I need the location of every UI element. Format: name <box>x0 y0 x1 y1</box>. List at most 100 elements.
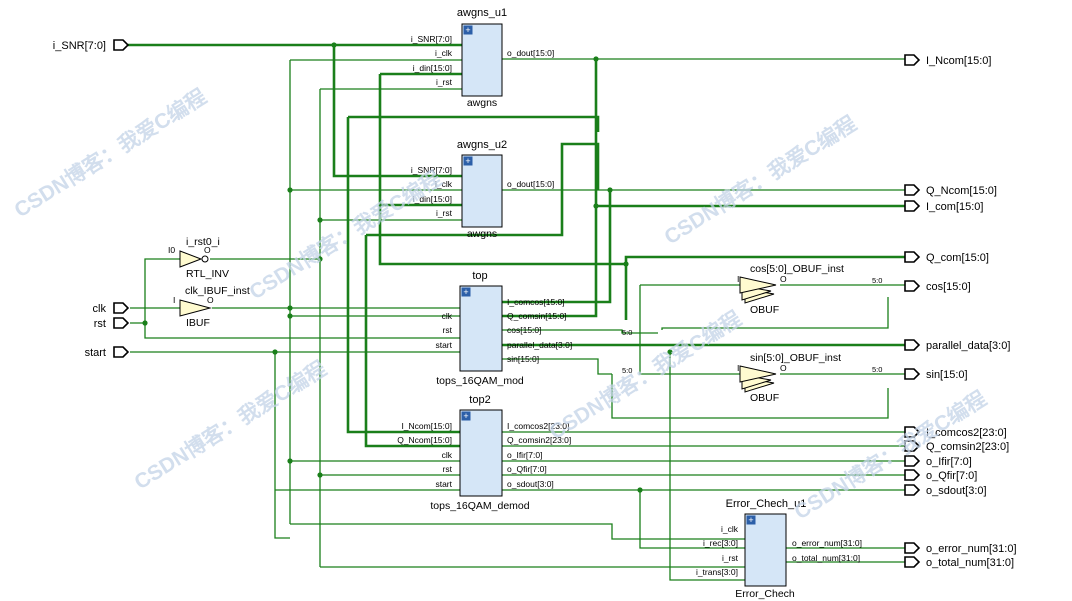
output-port-i-comcos2[interactable]: I_comcos2[23:0] <box>904 426 1007 439</box>
prim-out-pin: O <box>207 295 214 305</box>
pin-label: i_SNR[7:0] <box>411 165 452 175</box>
prim-out-pin: O <box>780 274 787 284</box>
bus-slice-label: 5:0 <box>872 276 882 285</box>
input-port-icon[interactable] <box>113 302 130 314</box>
input-port-rst[interactable]: rst <box>94 317 130 330</box>
pin-label: i_trans[3:0] <box>696 567 738 577</box>
expand-plus-icon[interactable] <box>463 25 473 35</box>
output-port-icon[interactable] <box>904 542 921 554</box>
input-port-i-snr[interactable]: i_SNR[7:0] <box>53 39 130 52</box>
expand-plus-icon[interactable] <box>463 156 473 166</box>
output-port-icon[interactable] <box>904 556 921 568</box>
svg-text:+: + <box>463 411 468 421</box>
output-port-icon[interactable] <box>904 200 921 212</box>
inverter-bubble-icon <box>201 255 209 263</box>
prim-rtl-inv[interactable]: i_rst0_i I0 O RTL_INV <box>168 236 229 280</box>
block-top2[interactable]: top2 + I_Ncom[15:0] Q_Ncom[15:0] clk rst… <box>397 394 571 512</box>
output-port-icon[interactable] <box>904 54 921 66</box>
output-port-icon[interactable] <box>904 251 921 263</box>
output-port-i-ncom[interactable]: I_Ncom[15:0] <box>904 54 991 67</box>
port-label: I_Ncom[15:0] <box>926 55 991 67</box>
block-instance-label: top2 <box>469 394 490 406</box>
output-port-q-ncom[interactable]: Q_Ncom[15:0] <box>904 184 997 197</box>
block-error-chech-u1[interactable]: Error_Chech_u1 + i_clk i_rec[3:0] i_rst … <box>696 498 862 600</box>
block-body[interactable] <box>459 409 503 497</box>
inverter-triangle-icon[interactable] <box>179 250 203 268</box>
block-awgns-u1[interactable]: awgns_u1 + i_SNR[7:0] i_clk i_din[15:0] … <box>411 7 554 109</box>
input-port-icon[interactable] <box>113 39 130 51</box>
output-port-o-qfir[interactable]: o_Qfir[7:0] <box>904 469 977 482</box>
prim-in-pin: I <box>173 295 175 305</box>
svg-text:+: + <box>463 287 468 297</box>
output-port-q-com[interactable]: Q_com[15:0] <box>904 251 989 264</box>
pin-label: Q_Ncom[15:0] <box>397 435 452 445</box>
bus-slice-labels: 5:0 5:0 5:0 5:0 <box>622 276 882 375</box>
block-body[interactable] <box>461 23 503 97</box>
prim-type-label: OBUF <box>750 392 779 404</box>
prim-instance-label: clk_IBUF_inst <box>185 285 250 297</box>
output-port-sin[interactable]: sin[15:0] <box>904 368 968 381</box>
output-port-icon[interactable] <box>904 484 921 496</box>
input-port-start[interactable]: start <box>85 346 130 359</box>
output-port-icon[interactable] <box>904 339 921 351</box>
pin-label: rst <box>443 325 453 335</box>
output-port-o-ifir[interactable]: o_Ifir[7:0] <box>904 455 972 468</box>
block-top[interactable]: top + clk rst start I_comcos[15:0] Q_com… <box>435 270 572 387</box>
buffer-triangle-icon[interactable] <box>179 299 212 317</box>
prim-obuf-sin[interactable]: sin[5:0]_OBUF_inst I O OBUF <box>737 352 841 404</box>
output-port-o-error-num[interactable]: o_error_num[31:0] <box>904 542 1017 555</box>
pin-label: i_rst <box>722 553 739 563</box>
prim-instance-label: i_rst0_i <box>186 236 220 248</box>
output-port-icon[interactable] <box>904 469 921 481</box>
pin-label: i_clk <box>435 179 453 189</box>
output-port-parallel-data[interactable]: parallel_data[3:0] <box>904 339 1010 352</box>
junctions <box>142 42 673 493</box>
port-label: i_SNR[7:0] <box>53 40 106 52</box>
prim-type-label: OBUF <box>750 304 779 316</box>
buffer-stack-icon[interactable] <box>739 276 777 294</box>
prim-instance-label: sin[5:0]_OBUF_inst <box>750 352 841 364</box>
output-port-icon[interactable] <box>904 184 921 196</box>
expand-plus-icon[interactable] <box>461 287 471 297</box>
svg-text:+: + <box>465 156 470 166</box>
prim-instance-label: cos[5:0]_OBUF_inst <box>750 263 844 275</box>
block-awgns-u2[interactable]: awgns_u2 + i_SNR[7:0] i_clk i_din[15:0] … <box>411 139 554 240</box>
output-port-icon[interactable] <box>904 426 921 438</box>
pin-label: I_comcos2[23:0] <box>507 421 569 431</box>
input-port-icon[interactable] <box>113 346 130 358</box>
pin-label: i_din[15:0] <box>413 63 452 73</box>
output-port-icon[interactable] <box>904 280 921 292</box>
pin-label: sin[15:0] <box>507 354 539 364</box>
pin-label: Q_comsin2[23:0] <box>507 435 571 445</box>
pin-label: o_dout[15:0] <box>507 48 554 58</box>
block-body[interactable] <box>744 513 787 587</box>
port-label: clk <box>93 303 107 315</box>
output-port-icon[interactable] <box>904 368 921 380</box>
output-port-q-comsin2[interactable]: Q_comsin2[23:0] <box>904 440 1009 453</box>
prim-ibuf[interactable]: clk_IBUF_inst I O IBUF <box>173 285 250 329</box>
watermark-text: CSDN博客：我爱C编程 <box>545 306 746 444</box>
output-port-icon[interactable] <box>904 455 921 467</box>
block-body[interactable] <box>461 154 503 228</box>
expand-plus-icon[interactable] <box>746 515 756 525</box>
output-port-o-sdout[interactable]: o_sdout[3:0] <box>904 484 987 497</box>
block-instance-label: awgns_u2 <box>457 139 507 151</box>
buffer-stack-icon[interactable] <box>739 365 777 383</box>
expand-plus-icon[interactable] <box>461 411 471 421</box>
output-port-icon[interactable] <box>904 440 921 452</box>
output-port-i-com[interactable]: I_com[15:0] <box>904 200 983 213</box>
prim-out-pin: O <box>204 245 211 255</box>
port-label: rst <box>94 318 106 330</box>
input-port-clk[interactable]: clk <box>93 302 130 315</box>
port-label: o_Qfir[7:0] <box>926 470 977 482</box>
watermark-text: CSDN博客：我爱C编程 <box>660 111 861 249</box>
block-body[interactable] <box>459 285 503 372</box>
input-port-icon[interactable] <box>113 317 130 329</box>
watermark-text: CSDN博客：我爱C编程 <box>10 84 211 222</box>
prim-obuf-cos[interactable]: cos[5:0]_OBUF_inst I O OBUF <box>737 263 844 316</box>
pin-label: parallel_data[3:0] <box>507 340 572 350</box>
input-ports: i_SNR[7:0] clk rst start <box>53 39 130 359</box>
output-port-cos[interactable]: cos[15:0] <box>904 280 971 293</box>
prim-in-pin: I <box>737 274 739 284</box>
output-port-o-total-num[interactable]: o_total_num[31:0] <box>904 556 1014 569</box>
